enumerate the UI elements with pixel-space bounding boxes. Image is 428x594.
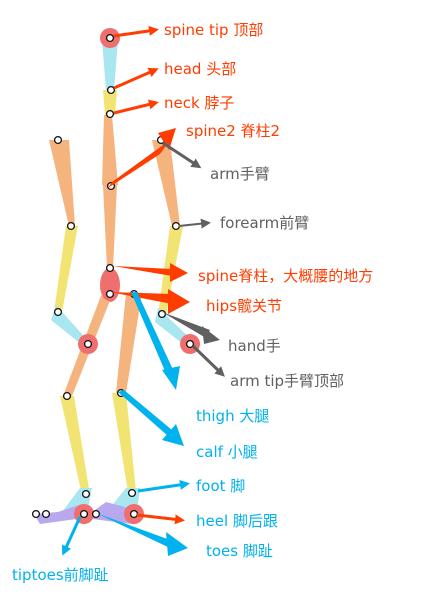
bone-head: [102, 40, 118, 90]
arrow-hand: [162, 312, 210, 338]
arrows: [61, 25, 225, 556]
bone-right-arm: [152, 140, 180, 226]
bone-left-forearm: [54, 226, 78, 312]
arrow-spine: [113, 266, 172, 276]
arrow-hips: [110, 292, 172, 304]
arrow-thigh: [131, 292, 175, 378]
label-arm: arm手臂: [210, 165, 270, 183]
arrow-toes-head: [166, 532, 188, 556]
label-calf: calf 小腿: [196, 443, 258, 461]
labels: spine tip 顶部 head 头部 neck 脖子 spine2 脊柱2 …: [12, 21, 373, 584]
label-spine-tip: spine tip 顶部: [164, 21, 263, 39]
arrow-hips-head: [168, 289, 190, 314]
label-hand: hand手: [228, 337, 281, 355]
label-arm-tip: arm tip手臂顶部: [230, 372, 344, 390]
label-tiptoes: tiptoes前脚趾: [12, 566, 109, 584]
arrow-foot: [137, 479, 190, 493]
arrow-spine2: [108, 140, 170, 188]
arrow-spine-head: [170, 263, 188, 282]
bone-left-toes: [34, 504, 84, 524]
arrow-tiptoes: [61, 516, 82, 556]
label-thigh: thigh 大腿: [196, 407, 269, 425]
arrow-arm: [162, 141, 202, 169]
label-heel: heel 脚后跟: [196, 512, 278, 530]
arrow-head: [113, 67, 159, 90]
bone-left-calf: [60, 396, 90, 495]
bone-right-toes: [84, 502, 136, 524]
label-spine2: spine2 脊柱2: [186, 122, 280, 140]
bone-left-arm: [49, 140, 75, 226]
arrow-spine-tip: [113, 25, 159, 38]
label-toes: toes 脚趾: [206, 542, 273, 560]
label-spine: spine脊柱，大概腰的地方: [198, 267, 373, 285]
bone-right-calf: [112, 393, 136, 492]
label-foot: foot 脚: [196, 477, 245, 495]
bone-right-thigh: [116, 293, 142, 393]
bone-spine: [103, 185, 117, 268]
label-hips: hips髋关节: [206, 297, 282, 315]
label-forearm: forearm前臂: [220, 214, 309, 232]
arrow-hand-head: [202, 326, 220, 344]
label-head: head 头部: [164, 60, 236, 78]
joint-markers: [31, 33, 195, 519]
arrow-neck: [113, 99, 159, 115]
arrow-calf: [118, 390, 172, 436]
bone-left-hand: [51, 305, 89, 348]
arrow-forearm: [178, 218, 211, 229]
bone-spine2: [102, 115, 118, 185]
bone-neck: [103, 90, 117, 115]
arrow-calf-head: [162, 424, 184, 446]
label-neck: neck 脖子: [164, 94, 234, 112]
arrow-arm-tip: [191, 344, 225, 377]
arrow-toes: [96, 513, 170, 548]
arrow-thigh-head: [162, 366, 180, 390]
arrow-spine2-head: [158, 128, 176, 150]
arrow-heel: [136, 513, 185, 525]
